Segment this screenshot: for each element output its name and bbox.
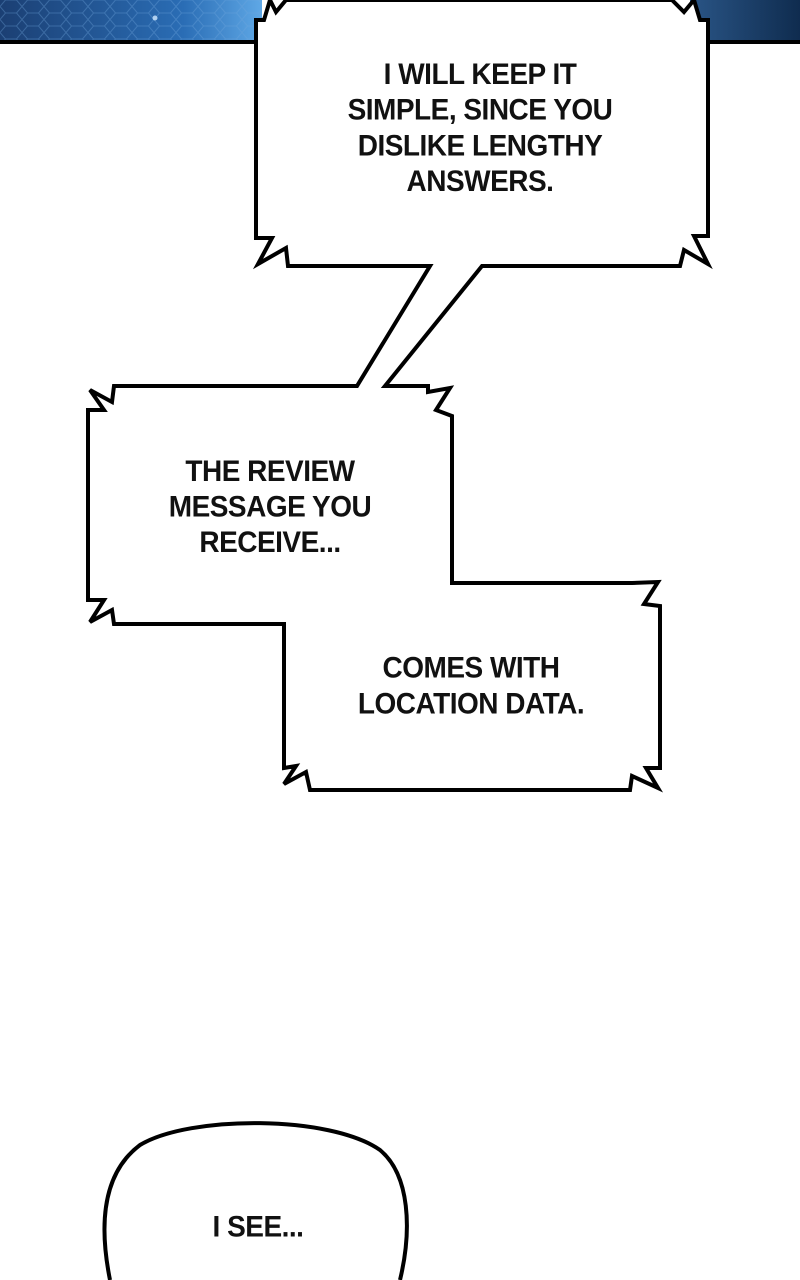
speech-bubble-keep-simple (86, 0, 713, 793)
speech-bubble-i-see (102, 1121, 409, 1280)
text-line: I SEE... (212, 1210, 304, 1243)
text-line: DISLIKE LENGTHY (357, 129, 603, 162)
text-line: RECEIVE... (199, 525, 341, 559)
text-line: I WILL KEEP IT (383, 57, 577, 91)
text-line: LOCATION DATA. (357, 687, 585, 720)
text-line: SIMPLE, SINCE YOU (347, 93, 613, 126)
text-line: ANSWERS. (406, 164, 554, 198)
bubble-text-i-see: I SEE... (158, 1209, 358, 1245)
bubble-text-review-message: THE REVIEW MESSAGE YOU RECEIVE... (140, 453, 400, 560)
text-line: THE REVIEW (185, 454, 355, 488)
text-line: COMES WITH (382, 651, 561, 684)
bubble-text-keep-simple: I WILL KEEP IT SIMPLE, SINCE YOU DISLIKE… (330, 57, 630, 200)
top-panel (0, 0, 800, 44)
bubble-text-location-data: COMES WITH LOCATION DATA. (330, 650, 612, 721)
text-line: MESSAGE YOU (168, 490, 372, 523)
